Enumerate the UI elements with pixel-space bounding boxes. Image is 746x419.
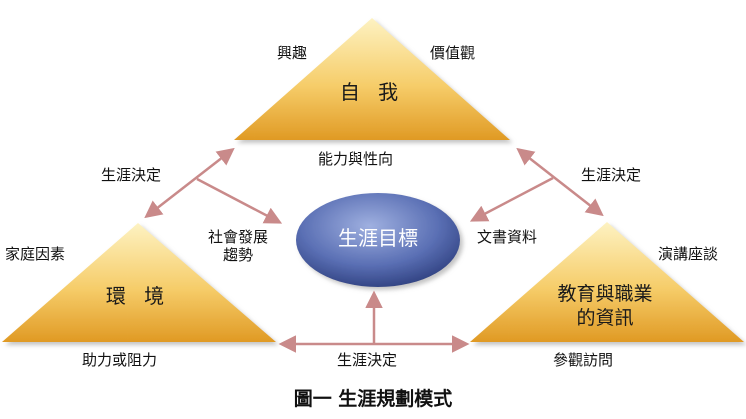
environment-triangle	[2, 223, 276, 342]
decision-right-label: 生涯決定	[581, 166, 642, 184]
education-info-line-1: 教育與職業	[557, 283, 653, 305]
social-trends-line-1: 社會發展	[207, 228, 268, 246]
goal-ellipse	[296, 193, 460, 287]
documents-label: 文書資料	[477, 228, 538, 246]
environment-label: 環 境	[105, 284, 171, 308]
education-info-line-2: 的資訊	[576, 306, 634, 329]
arrow-self-environment	[144, 147, 235, 219]
arrow-self-education	[516, 147, 604, 217]
interest-label: 興趣	[277, 44, 308, 62]
education-info-label: 教育與職業 的資訊	[540, 283, 670, 331]
self-triangle	[234, 18, 510, 140]
education-info-triangle	[470, 222, 744, 342]
figure-caption: 圖一 生涯規劃模式	[293, 388, 453, 410]
decision-left-label: 生涯決定	[101, 166, 162, 184]
values-label: 價值觀	[430, 44, 476, 62]
social-trends-line-2: 趨勢	[222, 246, 253, 264]
decision-bottom-label: 生涯決定	[337, 351, 398, 369]
help-obstacle-label: 助力或阻力	[82, 351, 158, 369]
arrow-social-to-goal	[196, 177, 283, 224]
arrow-info-to-goal	[469, 176, 554, 222]
social-trends-label: 社會發展 趨勢	[198, 228, 278, 264]
lectures-label: 演講座談	[658, 245, 719, 263]
visits-label: 參觀訪問	[553, 351, 614, 369]
family-factors-label: 家庭因素	[5, 245, 66, 263]
self-label: 自 我	[339, 80, 405, 104]
ability-personality-label: 能力與性向	[318, 150, 394, 168]
goal-label: 生涯目標	[338, 226, 418, 250]
